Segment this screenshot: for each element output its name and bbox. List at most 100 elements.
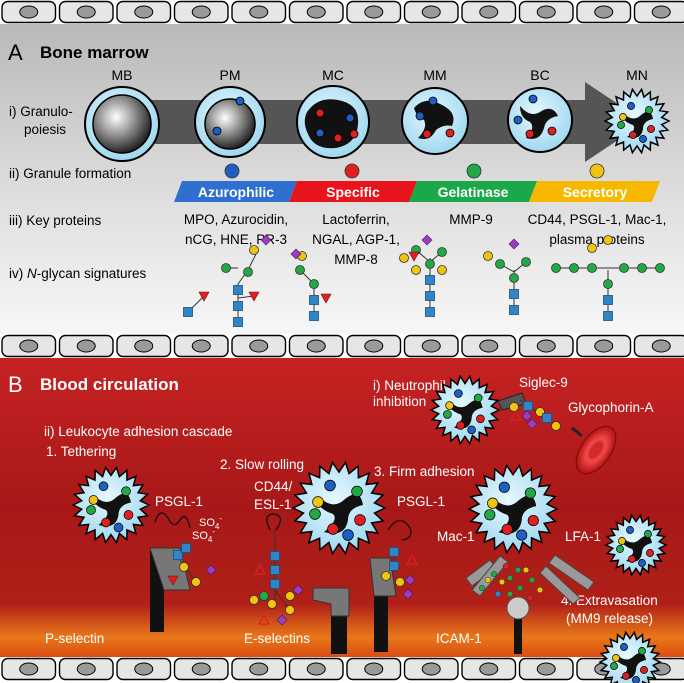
granule-dot [445, 401, 454, 410]
granule-dot [644, 530, 652, 538]
granule-dot [309, 508, 321, 520]
svg-text:SO4-: SO4- [192, 527, 215, 544]
glcnac-square [309, 311, 319, 321]
granule-dot [113, 522, 124, 533]
neutrophil-cell [429, 374, 501, 446]
endothelial-nucleus [479, 5, 499, 19]
granule-dot [342, 529, 354, 541]
slow-rolling-label: 2. Slow rolling [220, 457, 304, 472]
granule-dot [484, 509, 496, 521]
granule-dot [622, 672, 630, 680]
glcnac-square [389, 547, 399, 557]
mannose-circle [587, 263, 597, 273]
endothelial-nucleus [306, 662, 326, 676]
endothelial-nucleus [191, 339, 211, 353]
fucose-triangle [167, 575, 179, 586]
panel-b-title: Blood circulation [40, 375, 179, 394]
granule-dot [527, 515, 539, 527]
mac-1-label: Mac-1 [437, 529, 475, 544]
banner-specific-label: Specific [326, 184, 380, 200]
endothelial-nucleus [421, 5, 441, 19]
stage-label-bc: BC [530, 67, 549, 83]
granule-dot [645, 106, 653, 114]
psgl-1-right-tail [387, 519, 412, 541]
endothelial-nucleus [594, 5, 614, 19]
cell-mn [603, 87, 671, 155]
svg-text:SO4-: SO4- [199, 514, 222, 531]
endothelial-nucleus [76, 339, 96, 353]
adhesion-glycans [154, 399, 561, 626]
proteins-secretory-1: CD44, PSGL-1, Mac-1, [528, 212, 667, 227]
endothelial-nucleus [364, 339, 384, 353]
endothelial-nucleus [651, 5, 671, 19]
granule-dot [628, 555, 636, 563]
granule-dot [638, 647, 646, 655]
so4-labels: SO4- SO4- [192, 514, 222, 544]
mannose-circle [637, 263, 647, 273]
row-i-label: i) Granulo- [9, 104, 73, 119]
granule-dot [473, 393, 483, 403]
banner-secretory [529, 181, 660, 202]
cd44-tail [266, 513, 282, 531]
endothelial-nucleus [134, 662, 154, 676]
stage-label-mm: MM [423, 67, 446, 83]
glcnac-square [425, 291, 435, 301]
p-selectin-label: P-selectin [45, 631, 104, 646]
granule-dot [123, 510, 134, 520]
secretory-granule-icon [589, 163, 605, 179]
gelatinase-granule-icon [466, 163, 482, 179]
granule-dot [626, 526, 634, 534]
banner-gelatinase [409, 181, 537, 202]
glcnac-square [425, 275, 435, 285]
proteins-azurophilic-2: nCG, HNE, PR-3 [185, 232, 287, 247]
glcnac-square [233, 317, 243, 327]
extravasation-label-2: (MM9 release) [566, 611, 653, 626]
mannose-circle [221, 263, 231, 273]
granule-dot [610, 662, 618, 670]
proteins-specific-3: MMP-8 [334, 252, 378, 267]
endothelial-nucleus [249, 339, 269, 353]
endothelial-nucleus [76, 662, 96, 676]
sialic-acid-diamond [292, 584, 304, 596]
granule-dot [501, 523, 513, 535]
endothelial-nucleus [479, 339, 499, 353]
stage-label-mn: MN [626, 67, 648, 83]
granule-dot [88, 495, 99, 505]
galactose-circle [399, 253, 409, 263]
endothelial-nucleus [536, 662, 556, 676]
neutrophil-nucleus [622, 111, 653, 138]
glycan-residue [506, 590, 514, 598]
mannose-circle [437, 247, 447, 257]
glycan-residue [494, 590, 502, 598]
firm-adhesion-label: 3. Firm adhesion [374, 464, 475, 479]
sialic-acid-diamond [404, 574, 416, 586]
neutrophil-nucleus [449, 399, 483, 429]
esl-1-label: ESL-1 [254, 497, 292, 512]
endothelial-nucleus [249, 662, 269, 676]
sialic-acid-diamond [508, 238, 520, 250]
neutrophil-nucleus [93, 493, 131, 527]
sialic-acid-diamond [402, 588, 414, 600]
glcnac-square [183, 307, 193, 317]
mannose-circle [569, 263, 579, 273]
glycan-residue [478, 584, 486, 592]
granule-dot [454, 389, 463, 398]
glcnac-square [181, 543, 191, 553]
galactose-circle [483, 251, 493, 261]
granule-dot [324, 479, 336, 492]
glycan-residue [526, 594, 534, 602]
granule-dot [640, 666, 648, 674]
galactose-circle [509, 402, 519, 412]
glcnac-square [173, 550, 183, 560]
mannose-circle [655, 263, 665, 273]
glcnac-square [523, 401, 533, 411]
fucose-triangle [320, 293, 332, 304]
sialic-acid-diamond [526, 418, 538, 430]
granule-dot [487, 497, 499, 509]
neutrophils [71, 374, 668, 683]
neutrophil-cell [467, 463, 559, 555]
red-blood-cell [575, 425, 617, 475]
proteins-azurophilic-1: MPO, Azurocidin, [184, 212, 288, 227]
galactose-circle [249, 245, 259, 255]
fucose-triangle [408, 251, 420, 262]
